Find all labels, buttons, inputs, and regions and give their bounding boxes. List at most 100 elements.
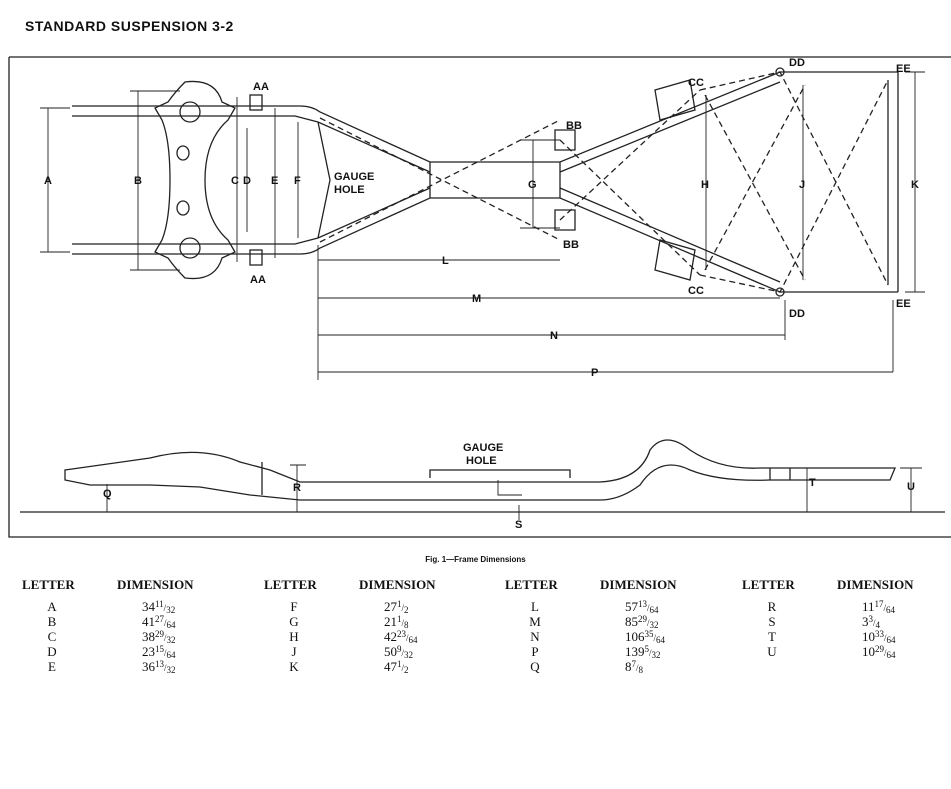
label-A: A: [44, 175, 52, 187]
row-dimension: 3411/32: [142, 599, 176, 615]
fraction-numerator: 35: [644, 629, 654, 639]
fraction-numerator: 33: [875, 629, 884, 639]
label-DD-bottom: DD: [789, 308, 805, 320]
letter-header: LETTER: [22, 577, 75, 592]
fraction-denominator: 2: [404, 665, 409, 675]
table-row: N 10635/64: [505, 629, 715, 645]
gauge-hole-label-line2: HOLE: [334, 184, 365, 196]
dimension-whole: 50: [384, 644, 397, 659]
row-letter: K: [289, 659, 299, 674]
dimension-whole: 38: [142, 629, 155, 644]
fraction-numerator: 17: [874, 599, 884, 609]
row-letter: A: [47, 599, 57, 614]
dimension-header: DIMENSION: [117, 577, 194, 592]
table-row: B 4127/64: [22, 614, 232, 630]
label-B: B: [134, 175, 142, 187]
row-letter: R: [767, 599, 777, 614]
dimension-header: DIMENSION: [359, 577, 436, 592]
row-dimension: 10635/64: [625, 629, 666, 645]
letter-header: LETTER: [264, 577, 317, 592]
row-letter: G: [289, 614, 299, 629]
frame-diagram: A B C D E F G H J K L M N P AA AA BB BB …: [8, 56, 951, 538]
label-F: F: [294, 175, 301, 187]
label-K: K: [911, 179, 919, 191]
table-row: R 1117/64: [742, 599, 951, 615]
row-letter: T: [768, 629, 776, 644]
dimension-whole: 23: [142, 644, 155, 659]
diagram-border: [8, 56, 951, 538]
dimension-whole: 47: [384, 659, 397, 674]
page-title: STANDARD SUSPENSION 3-2: [25, 18, 234, 34]
fraction-numerator: 11: [155, 599, 164, 609]
row-dimension: 271/2: [384, 599, 409, 615]
fraction-denominator: 4: [875, 620, 881, 630]
fraction-numerator: 1: [397, 599, 402, 609]
letter-header: LETTER: [505, 577, 558, 592]
label-EE-top: EE: [896, 63, 911, 75]
label-Q: Q: [103, 488, 112, 500]
fraction-numerator: 1: [397, 659, 402, 669]
dimension-whole: 36: [142, 659, 155, 674]
row-dimension: 1029/64: [862, 644, 896, 660]
fraction-denominator: 64: [886, 635, 896, 645]
fraction-denominator: 64: [656, 635, 666, 645]
table-row: P 1395/32: [505, 644, 715, 660]
row-letter: N: [530, 629, 540, 644]
fraction-numerator: 15: [155, 644, 164, 654]
row-dimension: 4127/64: [142, 614, 176, 630]
dimension-whole: 21: [384, 614, 397, 629]
label-DD-top: DD: [789, 57, 805, 69]
fraction-denominator: 64: [166, 620, 176, 630]
fraction-denominator: 64: [166, 650, 176, 660]
dimension-whole: 139: [625, 644, 645, 659]
fraction-numerator: 7: [631, 659, 637, 669]
dimension-header: DIMENSION: [600, 577, 677, 592]
fraction-numerator: 3: [868, 614, 874, 624]
table-header: LETTER DIMENSION: [505, 577, 715, 599]
row-dimension: 1033/64: [862, 629, 896, 645]
label-CC-top: CC: [688, 77, 704, 89]
row-dimension: 4223/64: [384, 629, 418, 645]
label-E: E: [271, 175, 278, 187]
row-letter: P: [531, 644, 539, 659]
dimension-whole: 41: [142, 614, 155, 629]
label-T: T: [809, 477, 816, 489]
row-dimension: 3829/32: [142, 629, 176, 645]
label-N: N: [550, 330, 558, 342]
letter-header: LETTER: [742, 577, 795, 592]
dimension-whole: 34: [142, 599, 155, 614]
row-letter: H: [289, 629, 299, 644]
label-M: M: [472, 293, 481, 305]
side-gauge-hole-line2: HOLE: [466, 455, 497, 467]
fraction-numerator: 29: [155, 629, 164, 639]
fraction-denominator: 32: [651, 650, 661, 660]
row-dimension: 33/4: [862, 614, 881, 630]
row-letter: Q: [530, 659, 540, 674]
dimension-header: DIMENSION: [837, 577, 914, 592]
row-letter: B: [47, 614, 57, 629]
fraction-denominator: 64: [649, 605, 659, 615]
top-view-labels: A B C D E F G H J K L M N P AA AA BB BB …: [44, 57, 919, 379]
row-dimension: 1395/32: [625, 644, 661, 660]
row-dimension: 1117/64: [862, 599, 896, 615]
fraction-numerator: 29: [638, 614, 647, 624]
dimension-whole: 106: [625, 629, 645, 644]
fraction-denominator: 32: [649, 620, 659, 630]
label-P: P: [591, 367, 598, 379]
row-dimension: 5713/64: [625, 599, 659, 615]
row-letter: S: [768, 614, 776, 629]
label-U: U: [907, 481, 915, 493]
fraction-numerator: 13: [155, 659, 164, 669]
row-dimension: 8529/32: [625, 614, 659, 630]
dimension-whole: 42: [384, 629, 397, 644]
side-view-labels: Q R S T U GAUGE HOLE: [103, 442, 915, 531]
